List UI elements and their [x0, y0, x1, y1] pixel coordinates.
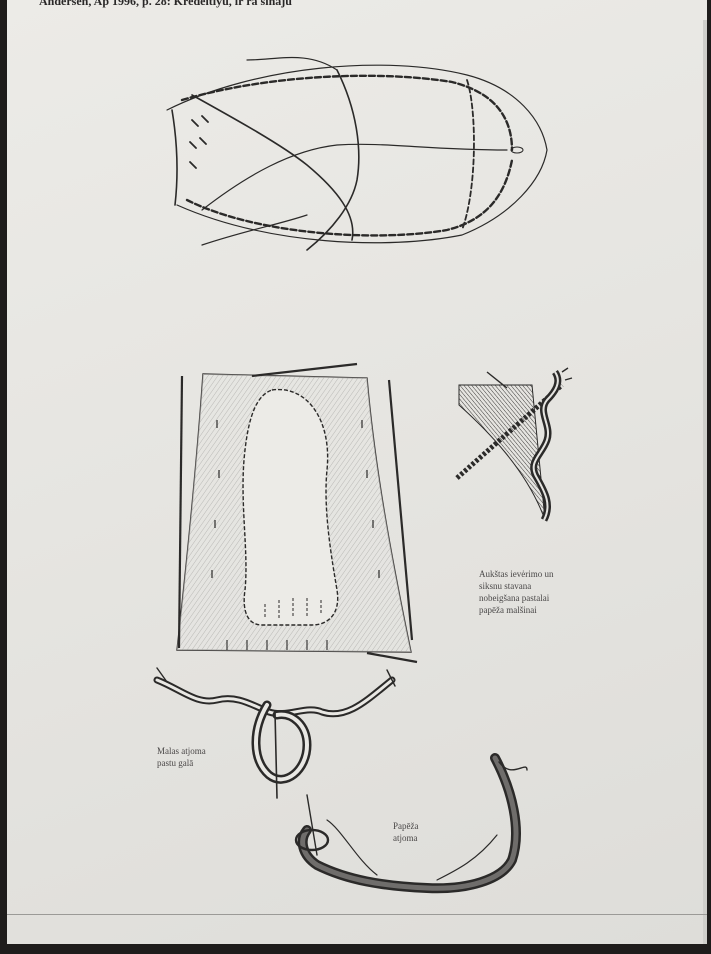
caption-lace-detail: Aukštas ievėrimo un siksnu stavana nobei… [479, 568, 589, 616]
illustration-canvas [7, 0, 707, 944]
lace-threading-drawing [457, 368, 572, 520]
caption-edge-lacing: Malas atjoma pastu galā [157, 745, 267, 769]
sandal-lacing-drawing [167, 58, 547, 251]
foot-pattern-drawing [177, 364, 417, 662]
document-page: Andersen, Ap 1996, p. 28: Kredeltiyu, ir… [7, 0, 707, 944]
caption-heel-binding: Papēža atjoma [393, 820, 453, 844]
page-bottom-rule [7, 914, 707, 915]
edge-lacing-drawing [157, 668, 395, 798]
